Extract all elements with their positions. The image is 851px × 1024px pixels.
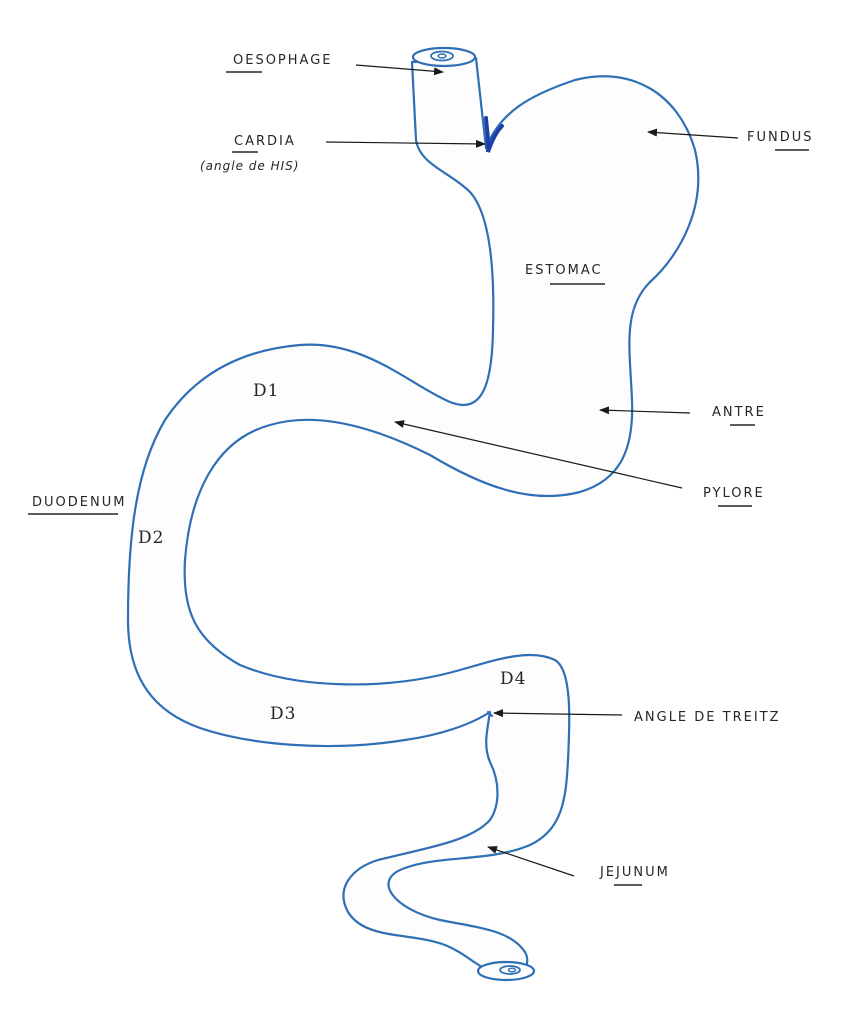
jejunum-arrow [487, 846, 575, 877]
fundus-arrow [647, 128, 739, 139]
angle-treitz-arrow [493, 709, 623, 718]
jejunum-label: JEJUNUM [599, 865, 670, 880]
fundus-label: FUNDUS [747, 130, 814, 145]
label-angle-treitz: ANGLE DE TREITZ [493, 709, 781, 725]
pylore-arrow [394, 420, 683, 489]
oesophage-label: OESOPHAGE [233, 53, 333, 68]
label-fundus: FUNDUS [647, 128, 814, 151]
stomach-duodenum-outline [126, 56, 700, 977]
oesophage-arrow [355, 64, 444, 76]
cardia-label: CARDIA [234, 134, 296, 149]
antre-label: ANTRE [712, 405, 766, 420]
segment-d2: D2 [138, 528, 164, 548]
antre-arrow [599, 406, 691, 415]
label-antre: ANTRE [599, 405, 766, 426]
label-pylore: PYLORE [394, 420, 765, 507]
pylore-label: PYLORE [703, 486, 765, 501]
cardia-mark [484, 116, 504, 153]
label-estomac: ESTOMAC [525, 263, 605, 285]
segment-d1: D1 [253, 381, 279, 401]
segment-d3: D3 [270, 704, 296, 724]
duodenum-label: DUODENUM [32, 495, 126, 510]
label-jejunum: JEJUNUM [487, 846, 670, 886]
label-oesophage: OESOPHAGE [226, 53, 444, 76]
cardia-note: (angle de HIS) [200, 159, 299, 173]
cardia-arrow [325, 139, 486, 148]
label-cardia: CARDIA (angle de HIS) [200, 134, 486, 173]
digestive-tract [126, 46, 700, 982]
segment-d4: D4 [500, 669, 526, 689]
angle-treitz-label: ANGLE DE TREITZ [634, 710, 781, 725]
estomac-label: ESTOMAC [525, 263, 603, 278]
label-duodenum: DUODENUM [28, 495, 126, 515]
